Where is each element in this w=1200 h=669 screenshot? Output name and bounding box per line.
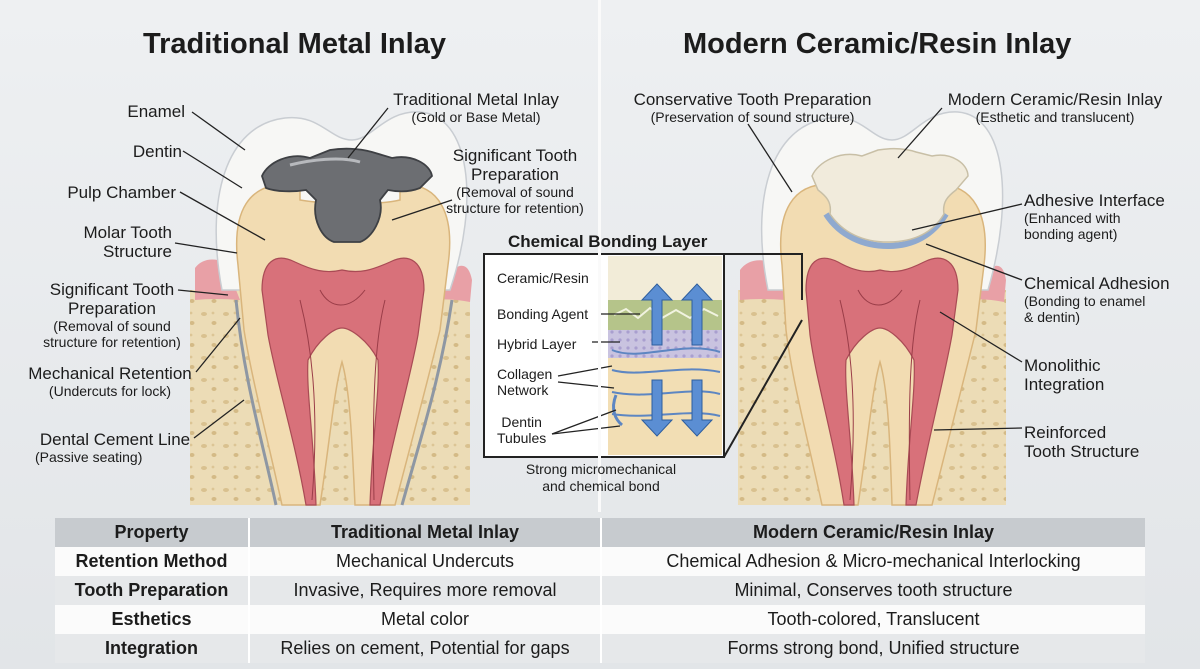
- inset-label-collagen: Collagen Network: [497, 366, 553, 398]
- label-metal-inlay-title: Traditional Metal Inlay: [393, 90, 559, 109]
- label-significant-prep-right-sub: (Removal of sound structure for retentio…: [446, 184, 584, 216]
- table-header-cell: Modern Ceramic/Resin Inlay: [601, 518, 1145, 547]
- label-adhesive-interface-title: Adhesive Interface: [1024, 191, 1165, 210]
- inset-title: Chemical Bonding Layer: [508, 232, 708, 251]
- label-conservative-prep-sub: (Preservation of sound structure): [650, 109, 855, 125]
- comparison-table: Property Traditional Metal Inlay Modern …: [55, 518, 1145, 663]
- label-monolithic-integration: Monolithic Integration: [1024, 356, 1105, 394]
- label-dental-cement-title: Dental Cement Line: [39, 430, 191, 449]
- label-molar-structure: Molar Tooth Structure: [83, 223, 172, 261]
- label-mechanical-retention-sub: (Undercuts for lock): [48, 383, 172, 399]
- left-metal-highlight: [289, 157, 361, 167]
- table-row: Tooth Preparation Invasive, Requires mor…: [55, 576, 1145, 605]
- table-cell: Retention Method: [55, 547, 250, 576]
- right-leader-lines: [747, 107, 1023, 431]
- inset-arrows: [640, 283, 714, 437]
- left-cement-line: [234, 299, 454, 506]
- label-dental-cement-sub: (Passive seating): [35, 449, 143, 465]
- label-mechanical-retention: Mechanical Retention (Undercuts for lock…: [22, 364, 198, 399]
- label-ceramic-inlay: Modern Ceramic/Resin Inlay (Esthetic and…: [940, 90, 1170, 125]
- inset-bonding-band: [608, 300, 722, 330]
- left-tooth: [190, 111, 472, 506]
- table-header-cell: Property: [55, 518, 250, 547]
- label-dentin: Dentin: [132, 142, 182, 161]
- label-significant-prep-right: Significant Tooth Preparation (Removal o…: [440, 146, 590, 216]
- table-header-cell: Traditional Metal Inlay: [249, 518, 602, 547]
- label-metal-inlay: Traditional Metal Inlay (Gold or Base Me…: [384, 90, 568, 125]
- center-divider: [598, 0, 601, 512]
- right-adhesive-layer: [823, 212, 949, 250]
- label-conservative-prep: Conservative Tooth Preparation (Preserva…: [625, 90, 880, 125]
- inset-label-ceramic: Ceramic/Resin: [497, 270, 589, 286]
- table-cell: Invasive, Requires more removal: [249, 576, 602, 605]
- label-adhesive-interface-sub: (Enhanced with bonding agent): [1024, 210, 1121, 242]
- table-row: Esthetics Metal color Tooth-colored, Tra…: [55, 605, 1145, 634]
- label-conservative-prep-title: Conservative Tooth Preparation: [633, 90, 872, 109]
- inset-dentin-band: [608, 358, 722, 455]
- table-cell: Forms strong bond, Unified structure: [601, 634, 1145, 663]
- label-ceramic-inlay-sub: (Esthetic and translucent): [975, 109, 1135, 125]
- left-nerve-lines: [299, 289, 386, 501]
- label-reinforced-structure: Reinforced Tooth Structure: [1024, 423, 1140, 461]
- label-chemical-adhesion: Chemical Adhesion (Bonding to enamel & d…: [1024, 274, 1170, 325]
- left-pulp: [261, 257, 425, 506]
- right-ceramic-inlay: [811, 147, 969, 243]
- table-cell: Relies on cement, Potential for gaps: [249, 634, 602, 663]
- right-title: Modern Ceramic/Resin Inlay: [683, 28, 1072, 60]
- table-cell: Integration: [55, 634, 250, 663]
- label-dental-cement: Dental Cement Line (Passive seating): [35, 430, 195, 465]
- label-significant-prep-left: Significant Tooth Preparation (Removal o…: [28, 280, 196, 350]
- inset-label-hybrid: Hybrid Layer: [497, 336, 577, 352]
- label-enamel: Enamel: [127, 102, 185, 121]
- table-cell: Mechanical Undercuts: [249, 547, 602, 576]
- inset-caption: Strong micromechanical and chemical bond: [525, 461, 677, 494]
- table-row: Retention Method Mechanical Undercuts Ch…: [55, 547, 1145, 576]
- label-chemical-adhesion-sub: (Bonding to enamel & dentin): [1024, 293, 1146, 325]
- table-header-row: Property Traditional Metal Inlay Modern …: [55, 518, 1145, 547]
- inset-diagram: [483, 253, 803, 458]
- left-leader-lines: [174, 107, 453, 439]
- table-cell: Tooth Preparation: [55, 576, 250, 605]
- label-significant-prep-left-sub: (Removal of sound structure for retentio…: [43, 318, 181, 350]
- table-cell: Tooth-colored, Translucent: [601, 605, 1145, 634]
- right-nerve-lines: [839, 289, 921, 501]
- inset-label-tubules: Dentin Tubules: [497, 414, 547, 446]
- table-cell: Chemical Adhesion & Micro-mechanical Int…: [601, 547, 1145, 576]
- inset-label-bonding: Bonding Agent: [497, 306, 589, 322]
- right-tooth: [738, 111, 1006, 506]
- label-mechanical-retention-title: Mechanical Retention: [28, 364, 192, 383]
- label-pulp-chamber: Pulp Chamber: [67, 183, 176, 202]
- left-title: Traditional Metal Inlay: [143, 28, 446, 60]
- table-cell: Esthetics: [55, 605, 250, 634]
- table-row: Integration Relies on cement, Potential …: [55, 634, 1145, 663]
- label-chemical-adhesion-title: Chemical Adhesion: [1024, 274, 1170, 293]
- label-significant-prep-right-title: Significant Tooth Preparation: [452, 146, 578, 184]
- label-ceramic-inlay-title: Modern Ceramic/Resin Inlay: [947, 90, 1163, 109]
- inset-connector: [723, 253, 803, 458]
- label-metal-inlay-sub: (Gold or Base Metal): [411, 109, 541, 125]
- table-cell: Metal color: [249, 605, 602, 634]
- left-metal-inlay: [261, 147, 433, 243]
- table-cell: Minimal, Conserves tooth structure: [601, 576, 1145, 605]
- label-adhesive-interface: Adhesive Interface (Enhanced with bondin…: [1024, 191, 1165, 242]
- label-significant-prep-left-title: Significant Tooth Preparation: [49, 280, 175, 318]
